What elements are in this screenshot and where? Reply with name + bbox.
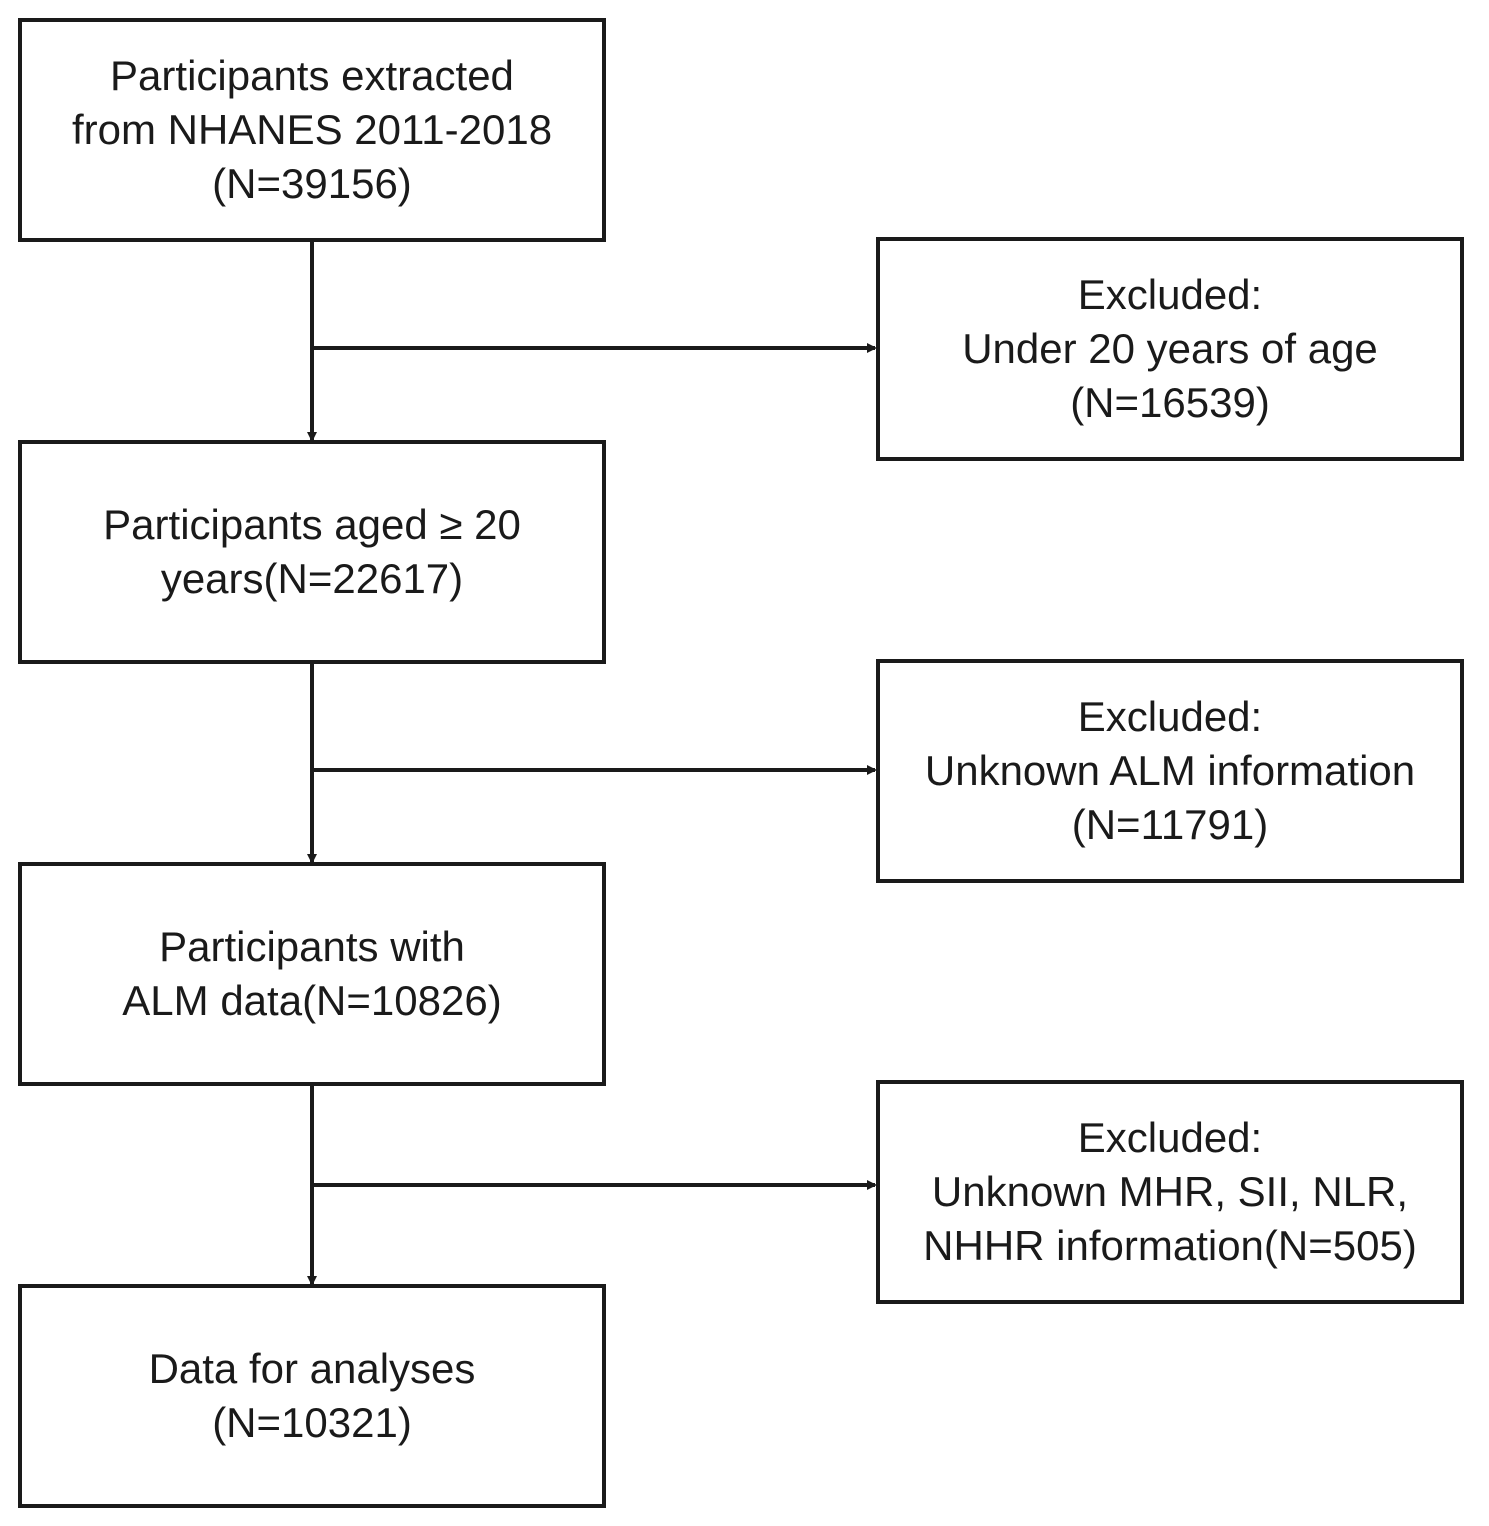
step-box-alm-data: Participants with ALM data(N=10826) bbox=[18, 862, 606, 1086]
step-text-extracted: Participants extracted from NHANES 2011-… bbox=[71, 52, 553, 207]
step-box-aged-20: Participants aged ≥ 20 years(N=22617) bbox=[18, 440, 606, 664]
exclusion-text-unknown-markers: Excluded: Unknown MHR, SII, NLR, NHHR in… bbox=[923, 1114, 1417, 1269]
exclusion-box-unknown-alm: Excluded: Unknown ALM information (N=117… bbox=[876, 659, 1464, 883]
exclusion-text-unknown-alm: Excluded: Unknown ALM information (N=117… bbox=[924, 693, 1416, 848]
exclusion-box-under-20: Excluded: Under 20 years of age (N=16539… bbox=[876, 237, 1464, 461]
step-text-aged-20: Participants aged ≥ 20 years(N=22617) bbox=[103, 501, 521, 602]
step-text-alm-data: Participants with ALM data(N=10826) bbox=[122, 923, 502, 1024]
step-box-final-analysis: Data for analyses (N=10321) bbox=[18, 1284, 606, 1508]
exclusion-box-unknown-markers: Excluded: Unknown MHR, SII, NLR, NHHR in… bbox=[876, 1080, 1464, 1304]
exclusion-text-under-20: Excluded: Under 20 years of age (N=16539… bbox=[962, 271, 1378, 426]
step-box-extracted: Participants extracted from NHANES 2011-… bbox=[18, 18, 606, 242]
step-text-final-analysis: Data for analyses (N=10321) bbox=[148, 1345, 476, 1446]
